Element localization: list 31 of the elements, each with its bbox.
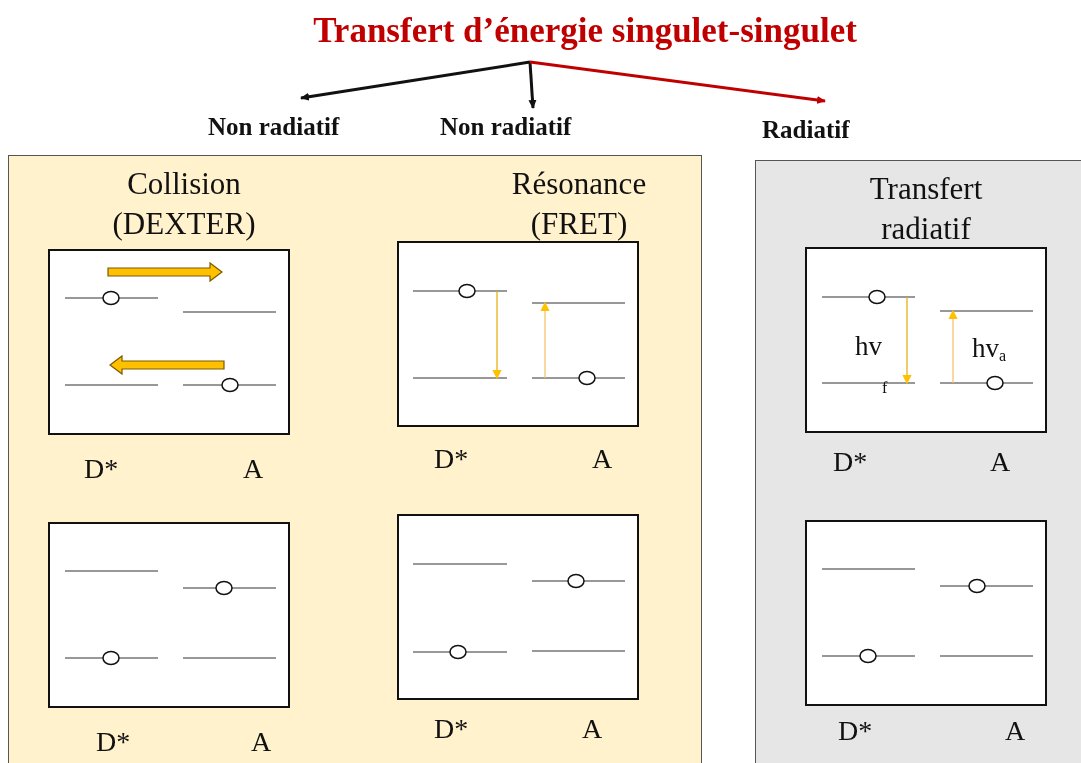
panel-heading: Transfert radiatif (868, 170, 984, 248)
species-label: A (592, 444, 613, 474)
energy-diagram-box (397, 514, 639, 700)
branch-label: Non radiatif (440, 112, 626, 142)
energy-diagram-box (397, 241, 639, 427)
species-label: A (990, 447, 1011, 477)
panel-heading: Résonance (FRET) (510, 165, 648, 243)
species-label: A (251, 727, 272, 757)
species-label: A (582, 714, 603, 744)
species-label: D* (833, 447, 868, 477)
species-label: D* (84, 454, 119, 484)
branch-arrow (528, 61, 537, 109)
branch-arrow (529, 60, 826, 104)
energy-diagram-box (48, 522, 290, 708)
species-label: D* (434, 714, 469, 744)
species-label: D* (434, 444, 469, 474)
panel-heading: Collision (DEXTER) (111, 165, 257, 243)
energy-diagram-box (805, 247, 1047, 433)
photon-energy-label: hv$_{a}$ (972, 333, 1007, 366)
branch-label: Radiatif (762, 115, 888, 145)
branch-label: Non radiatif (208, 112, 394, 142)
radiative-panel (755, 160, 1081, 763)
species-label: A (243, 454, 264, 484)
branch-arrow (300, 60, 531, 101)
energy-diagram-box (48, 249, 290, 435)
species-label: D* (838, 716, 873, 746)
title-text: Transfert d’énergie singulet-singulet (240, 8, 930, 54)
species-label: A (1005, 716, 1026, 746)
species-label: D* (96, 727, 131, 757)
energy-diagram-box (805, 520, 1047, 706)
non-radiative-panel (8, 155, 702, 763)
